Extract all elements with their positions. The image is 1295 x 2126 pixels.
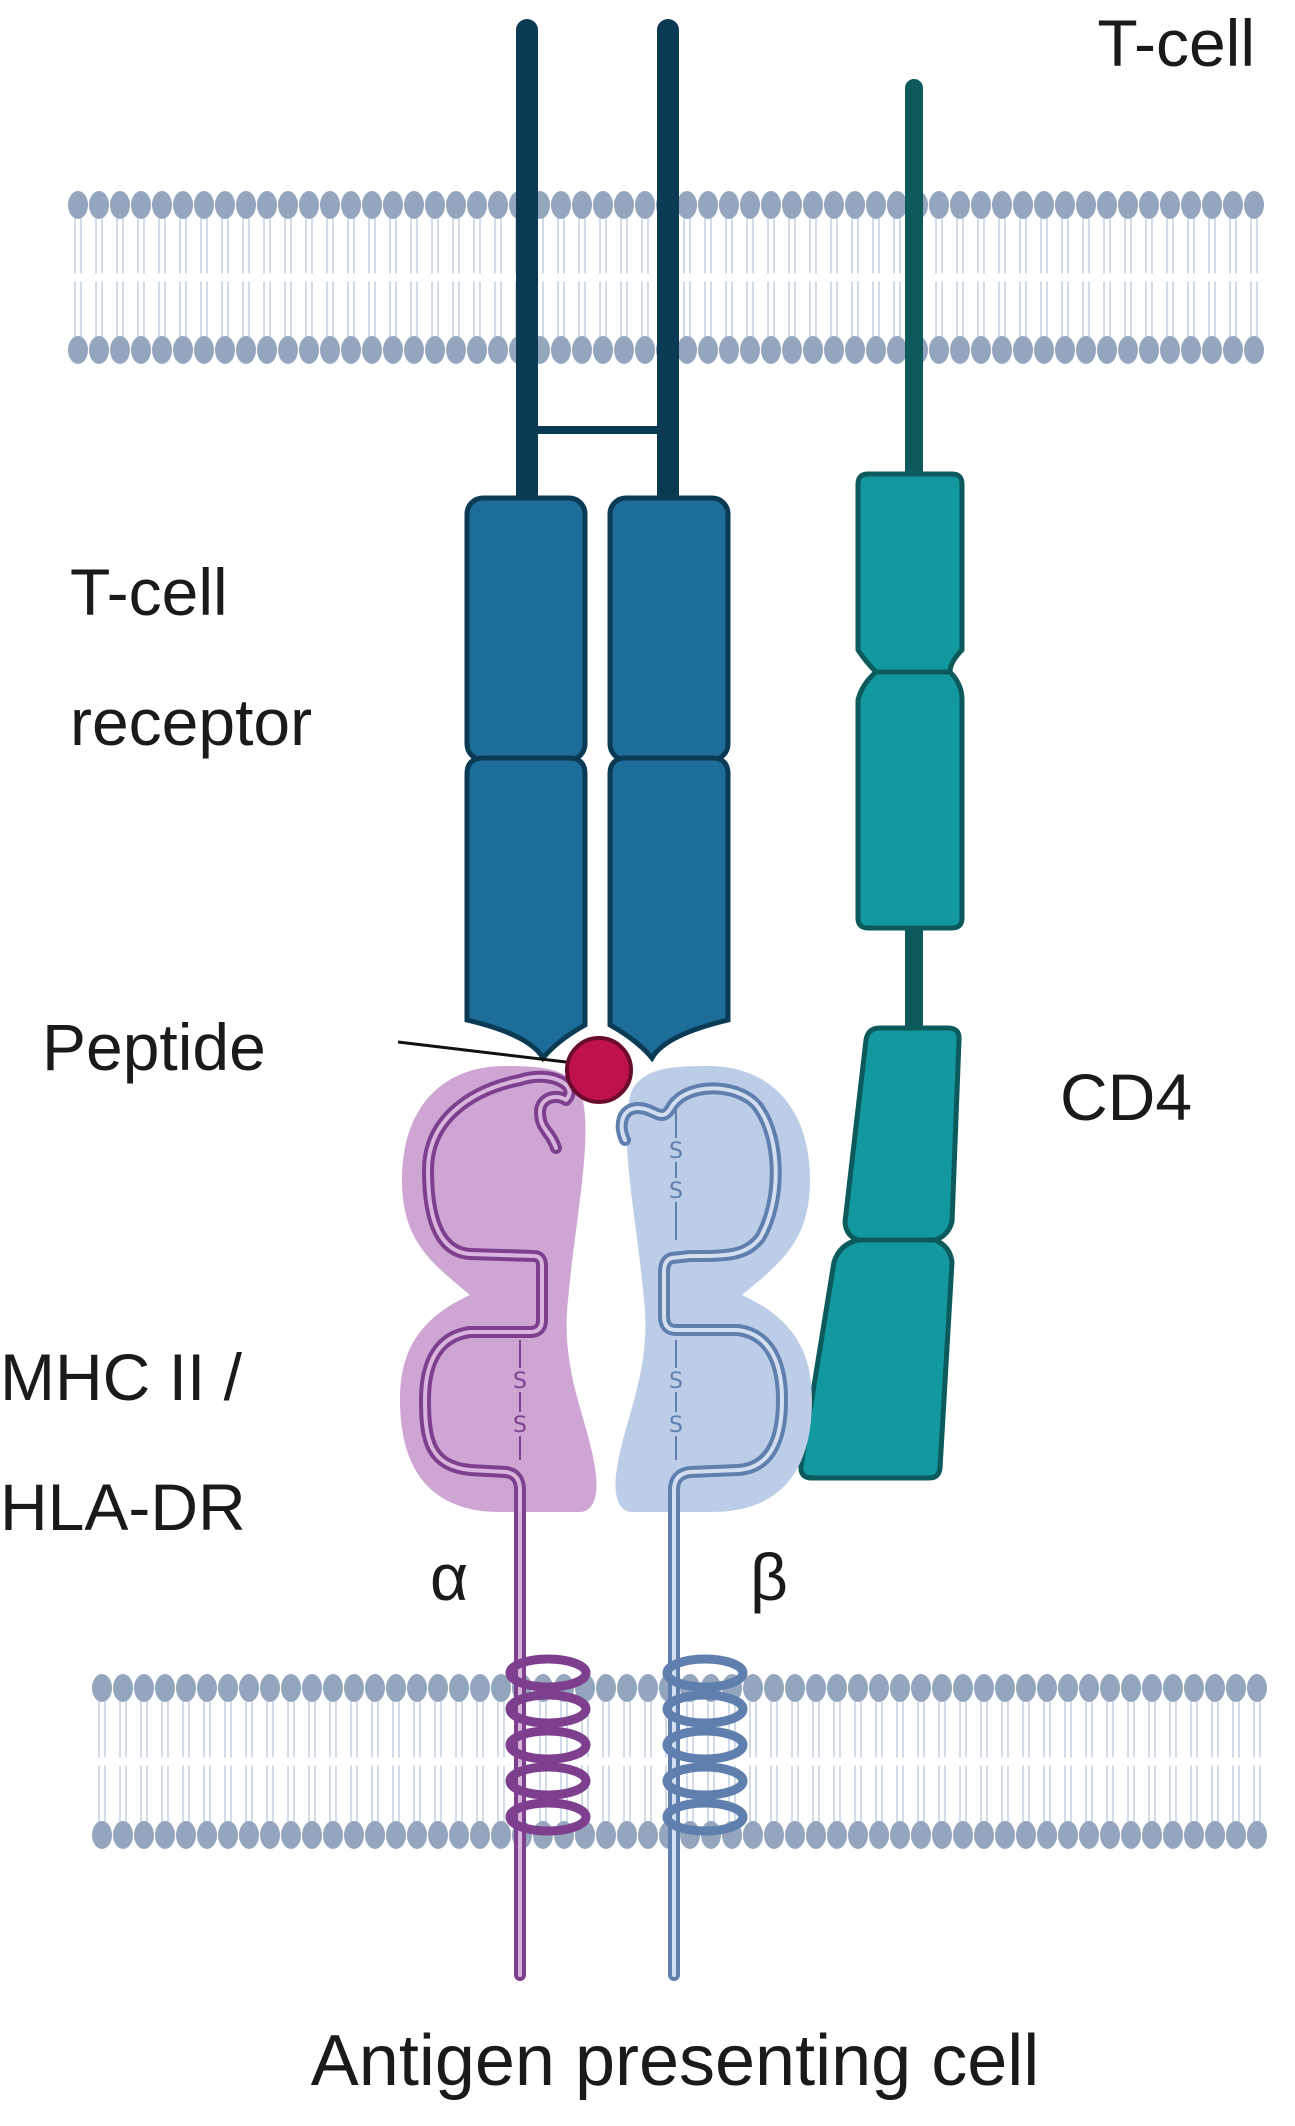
t-cell-membrane [68,191,1264,364]
alpha-chain-label: α [430,1540,468,1614]
tcr-beta-variable-domain [607,755,731,1063]
t-cell-receptor [464,19,731,1063]
t-cell-label: T-cell [1097,6,1255,80]
beta-disulfide-s1: S [669,1139,683,1164]
tcr-alpha-constant-domain [464,495,588,763]
tcr-alpha-variable-domain [464,755,588,1063]
beta-chain-label: β [750,1540,788,1614]
cd4-domain-d4 [855,471,965,675]
mhc-beta-chain-body [615,1066,812,1512]
tcr-beta-constant-domain [607,495,731,763]
cd4-label: CD4 [1060,1060,1192,1134]
mhc-beta-chain-trace-inner [619,1086,784,1977]
beta-disulfide-s2: S [669,1179,683,1204]
beta-disulfide-s4: S [669,1413,683,1438]
mhc-alpha-chain-trace-inner [423,1074,572,1977]
alpha-disulfide-s1: S [513,1369,527,1394]
alpha-transmembrane-helix [505,1654,591,1836]
beta-disulfide-bond-upper: S S [664,1108,688,1240]
beta-disulfide-bond-lower: S S [664,1340,688,1460]
cd4-coreceptor [798,79,965,1481]
apc-label: Antigen presenting cell [311,2021,1039,2101]
cd4-domain-d2 [842,1025,962,1243]
beta-disulfide-s3: S [669,1369,683,1394]
mhc-label-line2: HLA-DR [0,1470,246,1544]
alpha-disulfide-s2: S [513,1413,527,1438]
mhc-alpha-chain-body [400,1066,597,1512]
beta-transmembrane-helix [662,1654,748,1836]
cd4-domain-d1 [798,1237,955,1481]
cd4-domain-d3 [855,669,965,931]
mhc-ii-complex: S S S S S S [400,1066,812,1981]
mhc-label-line1: MHC II / [0,1340,243,1414]
tcr-label-line1: T-cell [70,555,228,629]
tcr-label-line2: receptor [70,685,312,759]
peptide [565,1036,633,1104]
peptide-leader-line [397,1040,567,1064]
alpha-disulfide-bond: S S [508,1340,532,1460]
peptide-label: Peptide [42,1010,266,1084]
